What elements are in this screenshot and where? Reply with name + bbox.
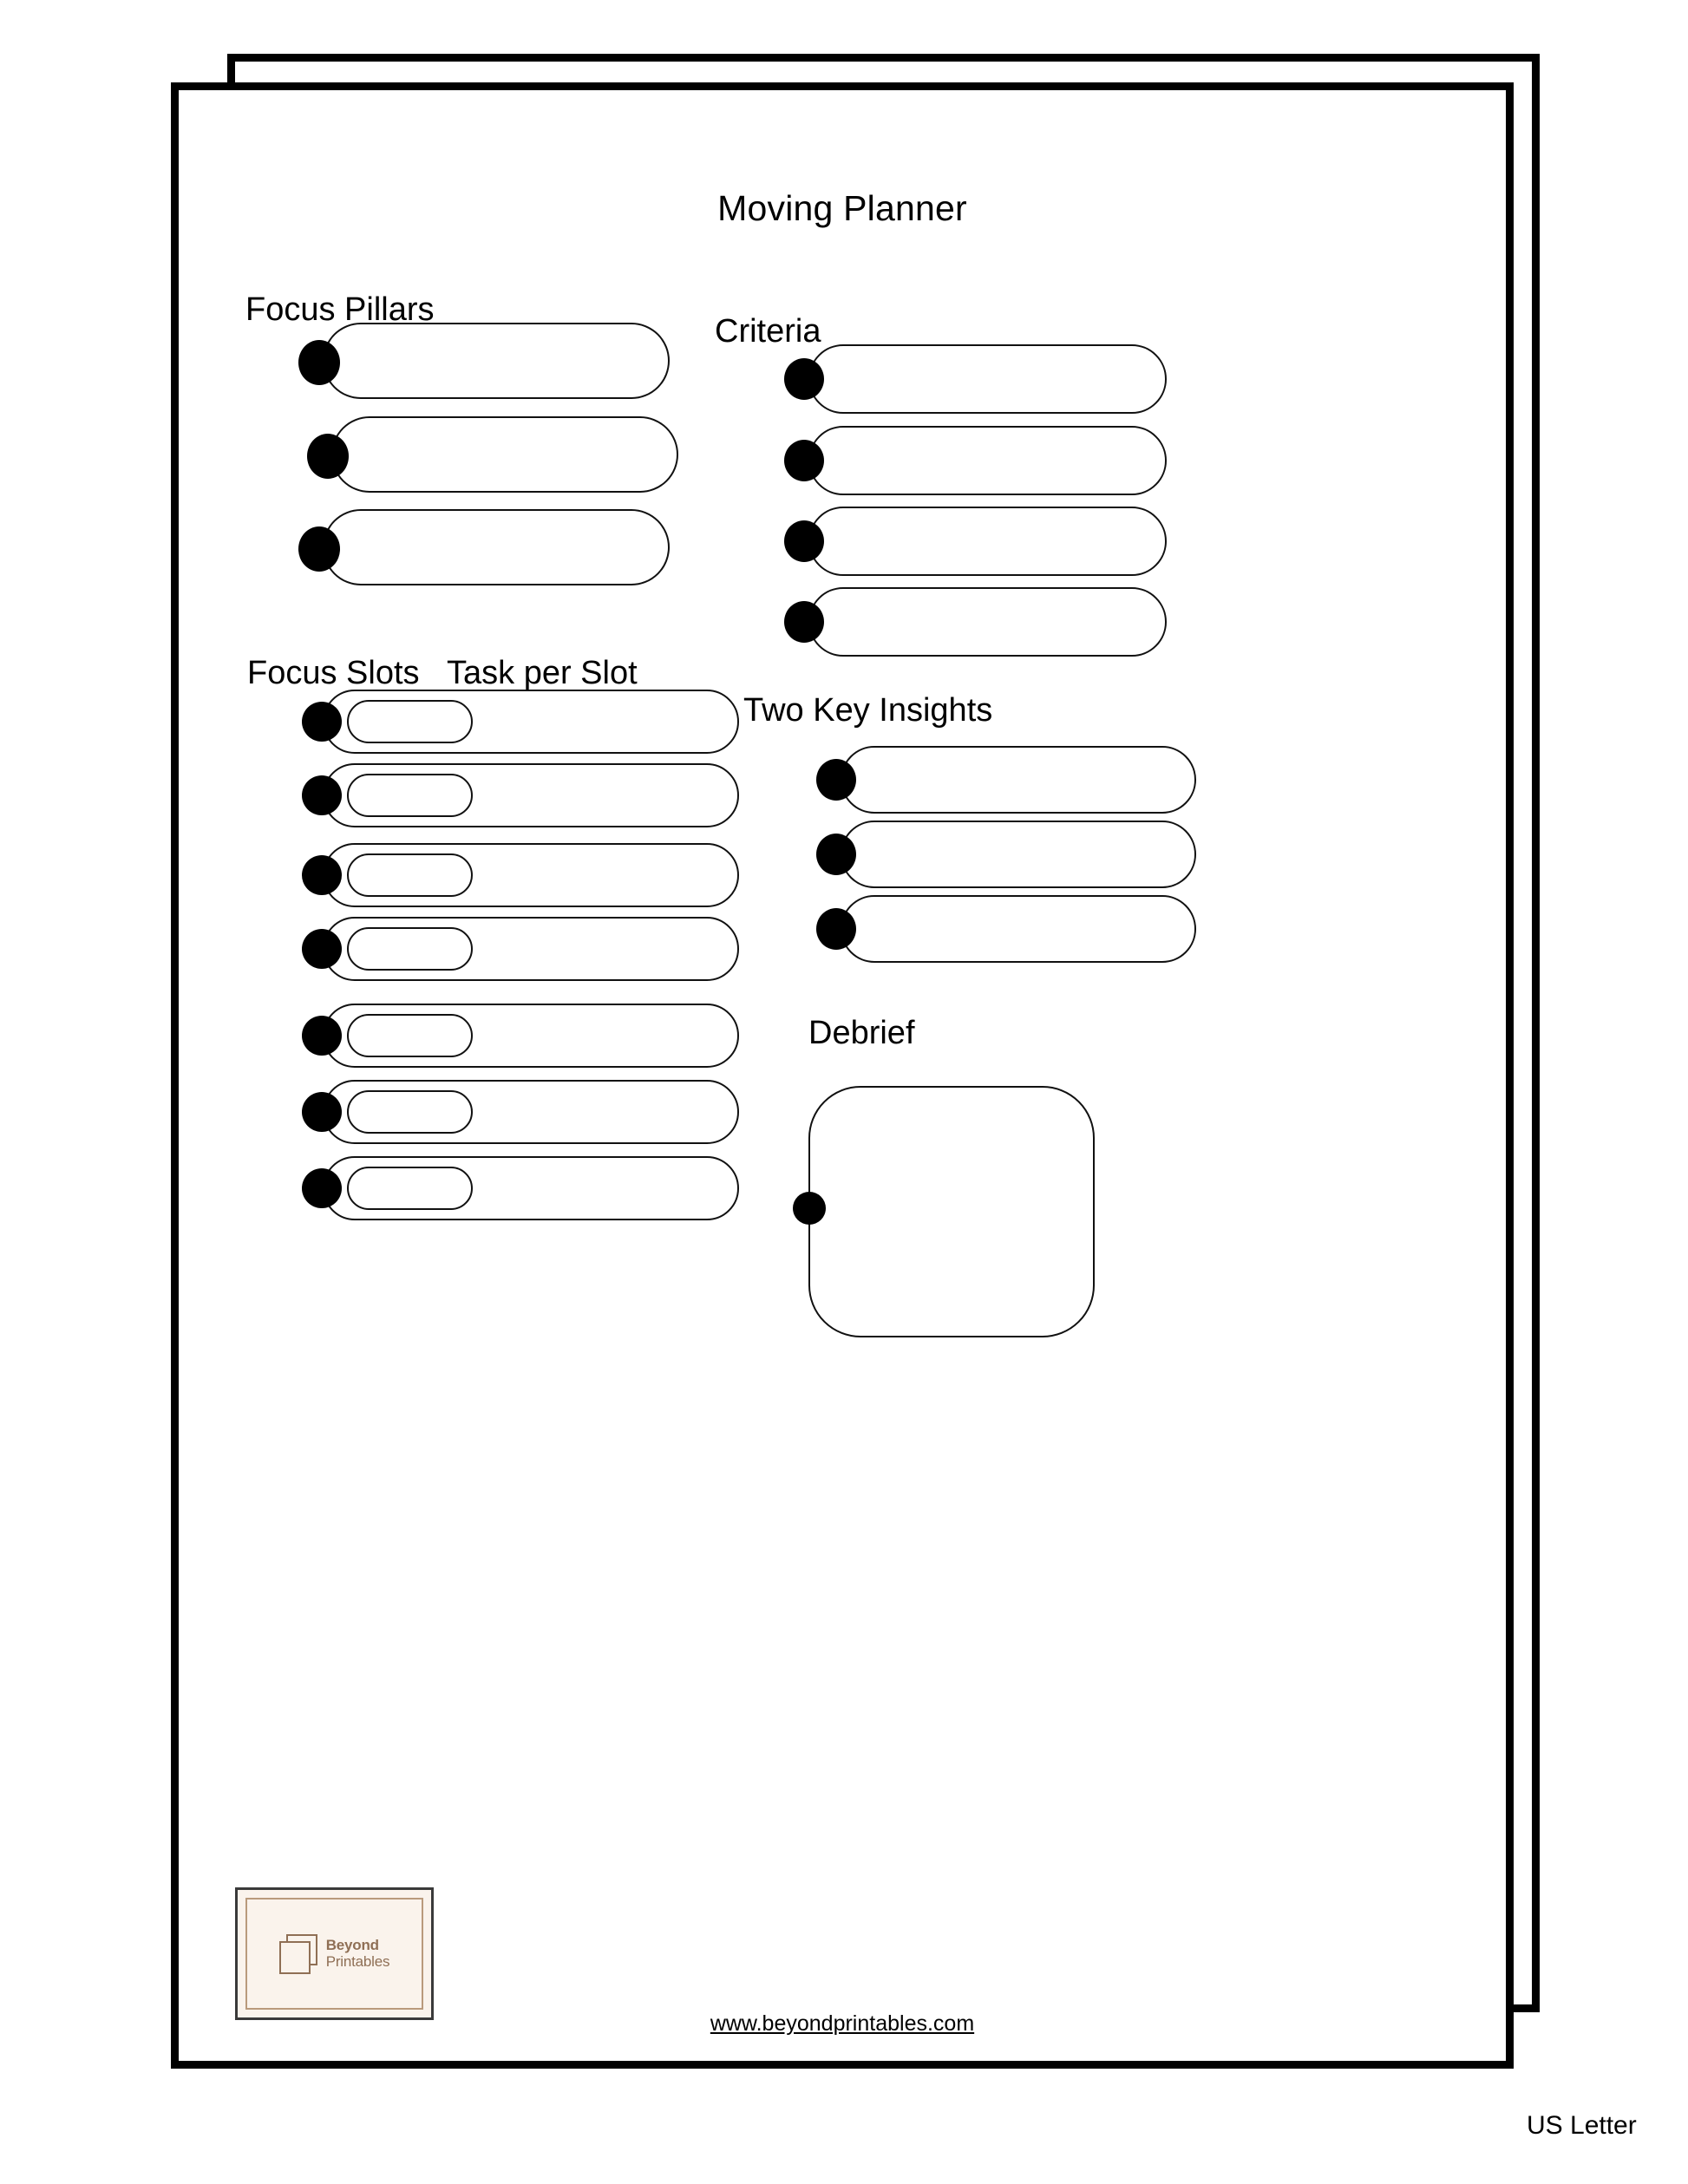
focus-slot-row[interactable] [302,843,739,907]
brand-wordmark: Beyond Printables [325,1937,390,1970]
focus-pillar-field[interactable] [331,416,678,493]
key-insight-field[interactable] [841,821,1196,888]
key-insight-row[interactable] [816,746,1196,814]
debrief-field[interactable] [808,1086,1095,1337]
focus-slot-row[interactable] [302,1004,739,1068]
criteria-row[interactable] [784,344,1167,414]
bullet-dot-icon [784,358,824,400]
section-heading-two-key-insights: Two Key Insights [743,692,993,729]
key-insight-field[interactable] [841,895,1196,963]
bullet-dot-icon [816,759,856,801]
criteria-field[interactable] [808,587,1167,657]
focus-pillar-row[interactable] [307,416,678,493]
bullet-dot-icon [784,440,824,481]
criteria-field[interactable] [808,426,1167,495]
focus-slot-row[interactable] [302,763,739,827]
bullet-dot-icon [302,1092,342,1132]
bullet-dot-icon [307,434,349,479]
bullet-dot-icon [302,1016,342,1056]
bullet-dot-icon [302,1168,342,1208]
focus-pillar-row[interactable] [298,323,670,399]
brand-name-line2: Printables [325,1952,390,1970]
key-insight-field[interactable] [841,746,1196,814]
worksheet-content: Moving Planner Focus Pillars Criteria Fo… [171,82,1514,2069]
debrief-row[interactable] [793,1086,1095,1337]
focus-slot-field[interactable] [347,1014,473,1057]
stacked-pages-icon [278,1933,319,1974]
brand-logo-inner-frame: Beyond Printables [245,1898,423,2010]
section-heading-task-per-slot: Task per Slot [447,655,638,691]
bullet-dot-icon [302,929,342,969]
focus-pillar-row[interactable] [298,509,670,585]
criteria-row[interactable] [784,587,1167,657]
bullet-dot-icon [302,702,342,742]
key-insight-row[interactable] [816,821,1196,888]
focus-slot-field[interactable] [347,1167,473,1210]
bullet-dot-icon [302,775,342,815]
bullet-dot-icon [784,520,824,562]
page-title: Moving Planner [717,188,967,228]
section-heading-focus-pillars: Focus Pillars [245,291,435,328]
bullet-dot-icon [816,908,856,950]
focus-slot-field[interactable] [347,1090,473,1134]
site-url-link[interactable]: www.beyondprintables.com [710,2011,975,2036]
focus-slot-field[interactable] [347,774,473,817]
focus-slot-field[interactable] [347,853,473,897]
bullet-dot-icon [784,601,824,643]
focus-slot-row[interactable] [302,1156,739,1220]
focus-slot-field[interactable] [347,927,473,971]
focus-slot-field[interactable] [347,700,473,743]
key-insight-row[interactable] [816,895,1196,963]
section-heading-focus-slots: Focus Slots [247,655,420,691]
bullet-dot-icon [298,340,340,385]
paper-size-label: US Letter [1527,2111,1637,2140]
focus-pillar-field[interactable] [323,323,670,399]
bullet-dot-icon [302,855,342,895]
criteria-field[interactable] [808,344,1167,414]
section-heading-debrief: Debrief [808,1015,915,1051]
bullet-dot-icon [793,1192,826,1225]
focus-pillar-field[interactable] [323,509,670,585]
section-heading-criteria: Criteria [715,313,821,350]
focus-slot-row[interactable] [302,690,739,754]
criteria-field[interactable] [808,507,1167,576]
criteria-row[interactable] [784,426,1167,495]
brand-name-line1: Beyond [325,1937,379,1954]
focus-slot-row[interactable] [302,1080,739,1144]
focus-slot-row[interactable] [302,917,739,981]
bullet-dot-icon [816,834,856,875]
criteria-row[interactable] [784,507,1167,576]
bullet-dot-icon [298,526,340,572]
brand-logo: Beyond Printables [235,1887,434,2020]
